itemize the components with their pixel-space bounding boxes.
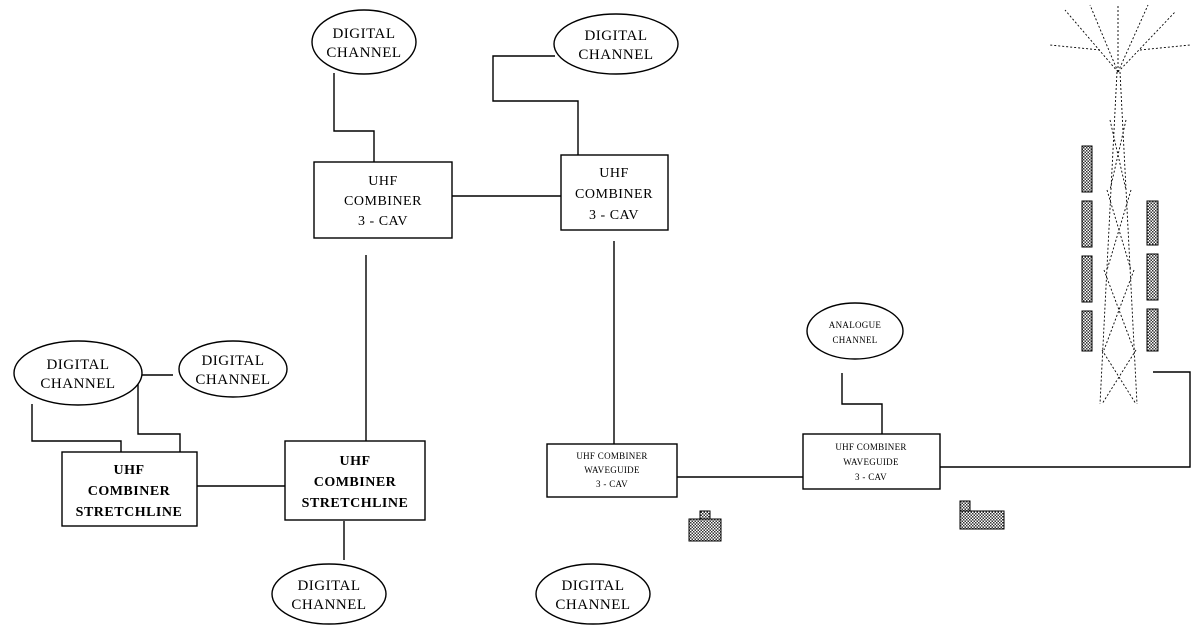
- svg-text:CHANNEL: CHANNEL: [555, 597, 630, 613]
- svg-text:CHANNEL: CHANNEL: [40, 376, 115, 392]
- svg-text:DIGITAL: DIGITAL: [297, 578, 360, 594]
- svg-text:3 - CAV: 3 - CAV: [855, 472, 887, 482]
- uhf-combiner-3cav-box: UHF COMBINER 3 - CAV: [560, 154, 669, 231]
- svg-text:UHF COMBINER: UHF COMBINER: [576, 451, 647, 461]
- svg-text:UHF COMBINER: UHF COMBINER: [835, 442, 906, 452]
- digital-channel-node: DIGITAL CHANNEL: [13, 340, 143, 406]
- svg-text:WAVEGUIDE: WAVEGUIDE: [584, 465, 640, 475]
- svg-text:CHANNEL: CHANNEL: [578, 47, 653, 63]
- svg-text:UHF: UHF: [339, 454, 370, 469]
- svg-text:CHANNEL: CHANNEL: [832, 335, 877, 345]
- svg-text:DIGITAL: DIGITAL: [584, 28, 647, 44]
- digital-channel-node: DIGITAL CHANNEL: [178, 340, 288, 398]
- svg-text:COMBINER: COMBINER: [314, 475, 397, 490]
- svg-text:STRETCHLINE: STRETCHLINE: [76, 505, 183, 520]
- uhf-combiner-waveguide-box: UHF COMBINER WAVEGUIDE 3 - CAV: [546, 443, 678, 498]
- svg-text:UHF: UHF: [599, 166, 629, 181]
- uhf-combiner-waveguide-box: UHF COMBINER WAVEGUIDE 3 - CAV: [802, 433, 941, 490]
- svg-text:COMBINER: COMBINER: [88, 484, 171, 499]
- svg-text:WAVEGUIDE: WAVEGUIDE: [843, 457, 899, 467]
- svg-text:COMBINER: COMBINER: [344, 194, 422, 209]
- svg-text:CHANNEL: CHANNEL: [291, 597, 366, 613]
- svg-text:CHANNEL: CHANNEL: [195, 372, 270, 388]
- uhf-combiner-stretchline-box: UHF COMBINER STRETCHLINE: [61, 451, 198, 527]
- antenna-tower-icon: [1049, 4, 1191, 405]
- svg-text:STRETCHLINE: STRETCHLINE: [302, 496, 409, 511]
- transmitter-icon: [959, 500, 1005, 530]
- svg-text:3 - CAV: 3 - CAV: [358, 214, 408, 229]
- svg-text:UHF: UHF: [368, 174, 398, 189]
- svg-text:ANALOGUE: ANALOGUE: [829, 320, 882, 330]
- svg-text:DIGITAL: DIGITAL: [561, 578, 624, 594]
- svg-text:DIGITAL: DIGITAL: [201, 353, 264, 369]
- uhf-combiner-stretchline-box: UHF COMBINER STRETCHLINE: [284, 440, 426, 521]
- svg-text:DIGITAL: DIGITAL: [332, 26, 395, 42]
- svg-text:CHANNEL: CHANNEL: [326, 45, 401, 61]
- transmitter-icon: [688, 510, 722, 542]
- analogue-channel-node: ANALOGUE CHANNEL: [806, 302, 904, 360]
- svg-text:3 - CAV: 3 - CAV: [596, 479, 628, 489]
- digital-channel-node: DIGITAL CHANNEL: [311, 9, 417, 75]
- digital-channel-node: DIGITAL CHANNEL: [535, 563, 651, 625]
- uhf-combiner-3cav-box: UHF COMBINER 3 - CAV: [313, 161, 453, 239]
- connection-lines: [31, 55, 1191, 560]
- svg-text:DIGITAL: DIGITAL: [46, 357, 109, 373]
- digital-channel-node: DIGITAL CHANNEL: [553, 13, 679, 75]
- svg-text:COMBINER: COMBINER: [575, 187, 653, 202]
- digital-channel-node: DIGITAL CHANNEL: [271, 563, 387, 625]
- svg-text:3 - CAV: 3 - CAV: [589, 208, 639, 223]
- svg-text:UHF: UHF: [113, 463, 144, 478]
